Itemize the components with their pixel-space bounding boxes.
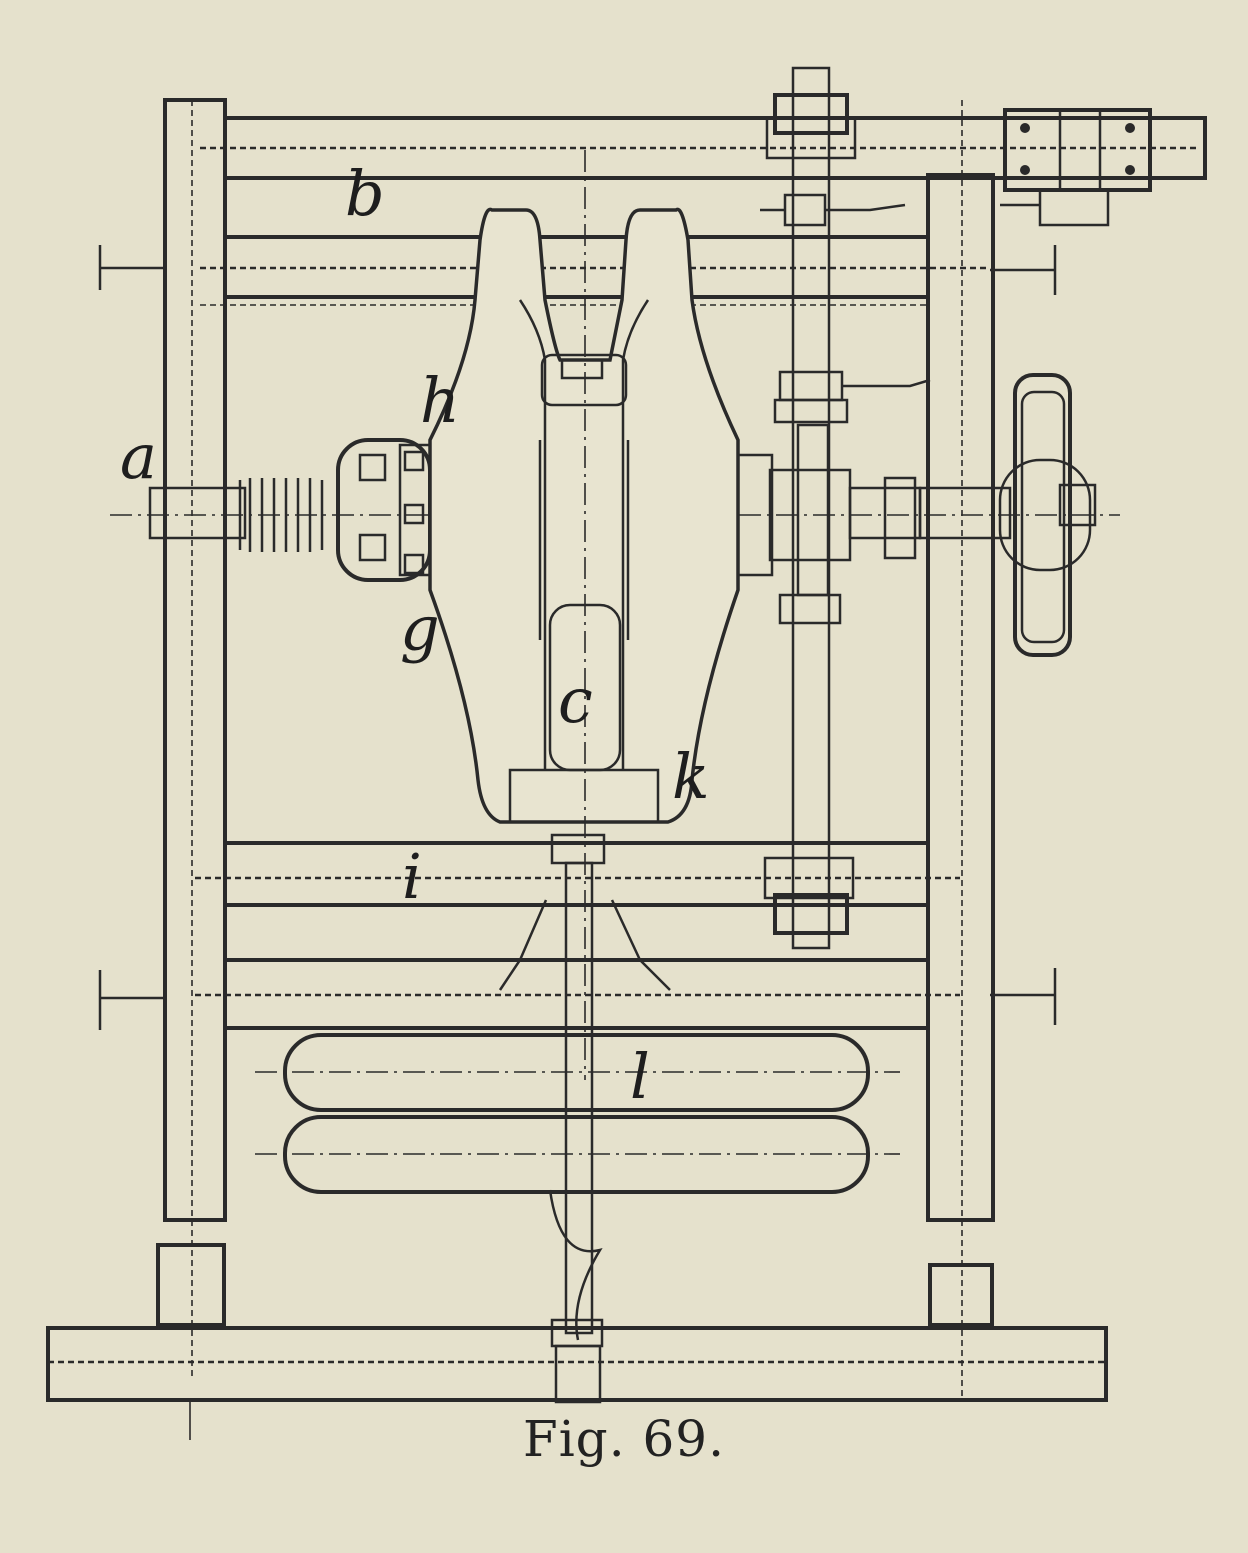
pulley-wheel [428,150,740,1080]
rail-bracket [1000,108,1152,227]
lower-rollers [255,1033,900,1194]
label-c: c [558,664,593,737]
side-wheel [998,373,1097,657]
frame-right-post [926,100,995,1400]
frame-top-rails [200,116,1207,306]
frame-middle-rails [195,841,960,1030]
label-i: i [402,840,422,913]
label-h: h [420,364,460,437]
vertical-spindle [498,833,671,1404]
frame-left-post [156,98,227,1380]
frame-handles [98,245,1057,1030]
figure-caption: Fig. 69. [523,1410,725,1468]
label-b: b [345,157,385,230]
label-a: a [120,420,157,493]
vertical-screw [760,66,931,950]
label-g: g [400,592,440,665]
label-k: k [672,740,710,813]
label-l: l [630,1040,650,1113]
